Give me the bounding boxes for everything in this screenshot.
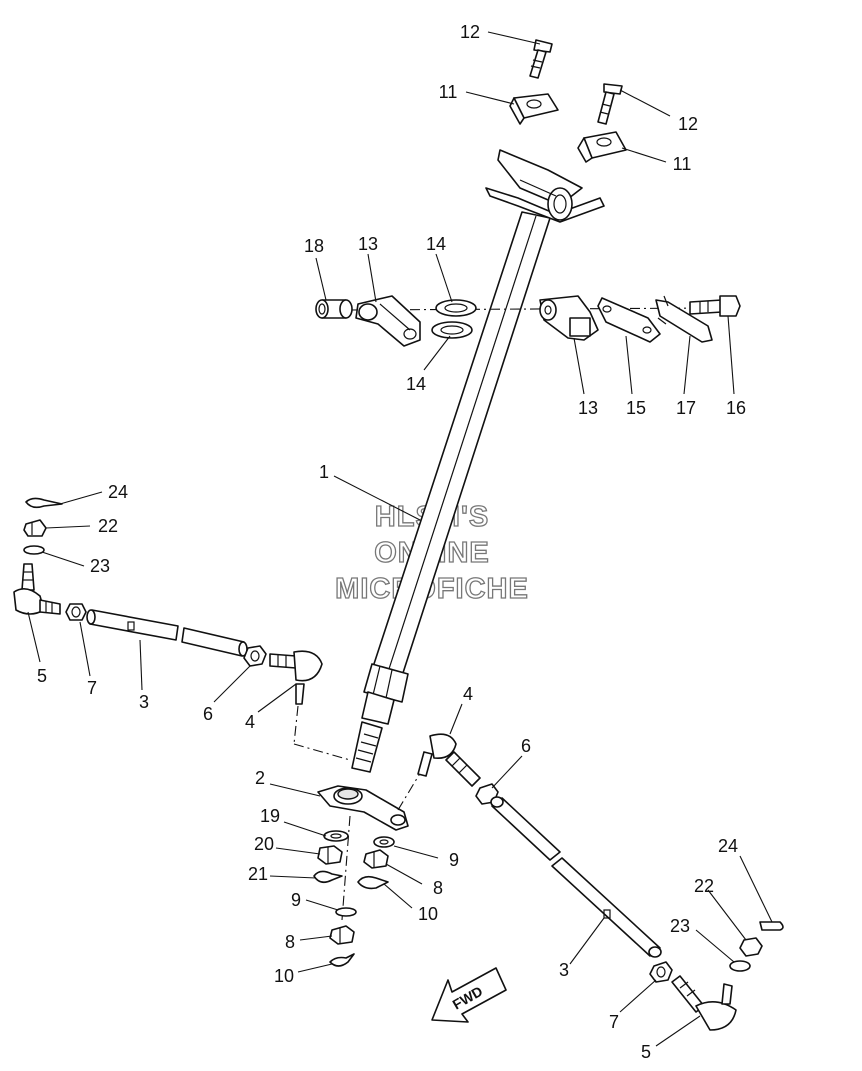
tie-rod-end-5-left bbox=[13, 563, 61, 615]
clamp-11-left bbox=[509, 93, 559, 125]
callout-11-right: 11 bbox=[673, 154, 692, 174]
callout-12-top: 12 bbox=[460, 22, 480, 42]
pitman-right-axis bbox=[397, 769, 423, 811]
callout-23-right: 23 bbox=[670, 916, 690, 936]
callout-18: 18 bbox=[304, 236, 324, 256]
callout-4-left: 4 bbox=[245, 712, 255, 732]
cotter-pin-10-left bbox=[329, 953, 355, 967]
tie-rod-3-left bbox=[86, 609, 248, 657]
callout-3-left: 3 bbox=[139, 692, 149, 712]
callout-7-right: 7 bbox=[609, 1012, 619, 1032]
washer-14-lower bbox=[431, 321, 473, 339]
callout-5-right: 5 bbox=[641, 1042, 651, 1062]
nut-22-left bbox=[23, 519, 47, 537]
cotter-pin-24-left bbox=[25, 497, 63, 509]
callout-4-right: 4 bbox=[463, 684, 473, 704]
clamp-11-right bbox=[577, 131, 627, 163]
callout-17: 17 bbox=[676, 398, 696, 418]
callout-2: 2 bbox=[255, 768, 265, 788]
callout-6-left: 6 bbox=[203, 704, 213, 724]
left-rod-axis bbox=[293, 705, 299, 745]
bracket-13-left bbox=[355, 295, 421, 347]
bracket-13-right bbox=[539, 295, 599, 341]
callout-1: 1 bbox=[319, 462, 329, 482]
callout-22-left: 22 bbox=[98, 516, 118, 536]
callout-15: 15 bbox=[626, 398, 646, 418]
column-top-bracket bbox=[485, 149, 605, 223]
callout-3-right: 3 bbox=[559, 960, 569, 980]
callout-9-right: 9 bbox=[449, 850, 459, 870]
nut-8-right bbox=[363, 849, 389, 869]
tie-rod-3-right bbox=[490, 796, 662, 958]
cotter-pin-24-right bbox=[759, 921, 784, 931]
steering-column-shaft bbox=[351, 211, 551, 773]
locknut-6-left bbox=[243, 645, 267, 667]
callout-5-left: 5 bbox=[37, 666, 47, 686]
callout-22-right: 22 bbox=[694, 876, 714, 896]
bolt-16 bbox=[689, 295, 741, 317]
locknut-7-right bbox=[649, 961, 673, 983]
callout-13-right: 13 bbox=[578, 398, 598, 418]
callout-21: 21 bbox=[248, 864, 268, 884]
tie-rod-end-5-right bbox=[671, 975, 737, 1031]
leader-lines bbox=[27, 31, 773, 1047]
plate-15 bbox=[597, 297, 661, 343]
callout-10-left: 10 bbox=[274, 966, 294, 986]
cotter-pin-10-right bbox=[357, 875, 389, 890]
callout-14-lower: 14 bbox=[406, 374, 426, 394]
callout-16: 16 bbox=[726, 398, 746, 418]
callout-8-left: 8 bbox=[285, 932, 295, 952]
forward-direction-arrow: FWD bbox=[431, 967, 507, 1023]
washer-9-left bbox=[335, 907, 357, 917]
callout-9-left: 9 bbox=[291, 890, 301, 910]
nut-20 bbox=[317, 845, 343, 865]
washer-23-left bbox=[23, 545, 45, 555]
callout-13-left: 13 bbox=[358, 234, 378, 254]
washer-14-upper bbox=[435, 299, 477, 317]
callout-10-right: 10 bbox=[418, 904, 438, 924]
callout-19: 19 bbox=[260, 806, 280, 826]
callout-14-upper: 14 bbox=[426, 234, 446, 254]
bolt-12-right bbox=[597, 83, 623, 125]
callout-24-left: 24 bbox=[108, 482, 128, 502]
washer-19 bbox=[323, 830, 349, 842]
cable-guide-17 bbox=[655, 295, 713, 343]
cotter-pin-21 bbox=[313, 870, 343, 884]
callout-11-top-left: 11 bbox=[439, 82, 458, 102]
locknut-7-left bbox=[65, 603, 87, 621]
pitman-arm-axis bbox=[341, 815, 351, 921]
callout-6-right: 6 bbox=[521, 736, 531, 756]
washer-9-right bbox=[373, 836, 395, 848]
callout-23-left: 23 bbox=[90, 556, 110, 576]
nut-22-right bbox=[739, 937, 763, 957]
callout-8-right: 8 bbox=[433, 878, 443, 898]
nut-8-left bbox=[329, 925, 355, 945]
callout-12-right: 12 bbox=[678, 114, 698, 134]
bolt-12-left bbox=[529, 39, 553, 79]
pitman-arm-2 bbox=[317, 785, 409, 831]
callout-labels: 12 11 12 11 18 13 14 14 13 15 17 16 1 24… bbox=[37, 22, 746, 1062]
collar-18 bbox=[315, 299, 353, 319]
washer-23-right bbox=[729, 960, 751, 972]
callout-7-left: 7 bbox=[87, 678, 97, 698]
callout-20: 20 bbox=[254, 834, 274, 854]
tie-rod-end-4-left bbox=[269, 650, 323, 705]
left-rod-axis-2 bbox=[293, 743, 351, 761]
tie-rod-end-4-right bbox=[417, 733, 481, 787]
callout-24-right: 24 bbox=[718, 836, 738, 856]
